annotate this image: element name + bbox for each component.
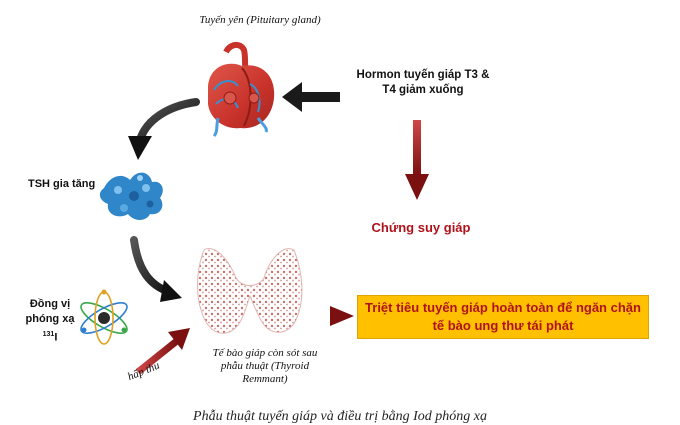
arrow-pituitary-to-tsh (128, 98, 200, 160)
figure-caption: Phẫu thuật tuyến giáp và điều trị bằng I… (193, 409, 487, 424)
pituitary-gland-icon (208, 42, 275, 138)
thyroid-remnant-icon (197, 248, 303, 334)
isotope-mass-number: 131 (42, 331, 55, 338)
atom-icon (80, 289, 128, 345)
hormone-label-line-2: T4 giảm xuống (382, 84, 464, 96)
thyroid-remnant-label: Tế bào giáp còn sót sau phẫu thuật (Thyr… (196, 347, 334, 386)
isotope-element: I (54, 331, 58, 344)
arrow-remnant-to-goal (284, 306, 354, 326)
arrow-tsh-to-remnant (130, 236, 182, 302)
remnant-label-line-2: phẫu thuật (Thyroid (220, 360, 310, 372)
isotope-label-line-2: phóng xạ (25, 313, 75, 325)
tsh-increase-label: TSH gia tăng (28, 178, 96, 190)
pituitary-label: Tuyến yên (Pituitary gland) (199, 14, 321, 26)
isotope-label-line-1: Đồng vị (29, 298, 71, 310)
remnant-label-line-1: Tế bào giáp còn sót sau (212, 347, 318, 359)
remnant-label-line-3: Remmant) (242, 373, 288, 385)
hormone-label-line-1: Hormon tuyến giáp T3 & (356, 69, 490, 81)
treatment-goal-box: Triệt tiêu tuyến giáp hoàn toàn để ngăn … (357, 295, 649, 339)
isotope-symbol: 131I (20, 327, 80, 346)
hormone-decrease-label: Hormon tuyến giáp T3 & T4 giảm xuống (348, 68, 498, 98)
arrow-isotope-absorb (135, 328, 190, 375)
goal-line-2: tế bào ung thư tái phát (432, 318, 574, 333)
arrow-hormone-to-hypothyroid (405, 120, 429, 200)
goal-line-1: Triệt tiêu tuyến giáp hoàn toàn để ngăn … (365, 300, 641, 315)
radioisotope-label: Đồng vị phóng xạ 131I (20, 297, 80, 346)
arrow-hormone-to-pituitary (282, 82, 340, 112)
hypothyroidism-label: Chứng suy giáp (371, 220, 471, 235)
tsh-molecule-icon (99, 172, 163, 220)
